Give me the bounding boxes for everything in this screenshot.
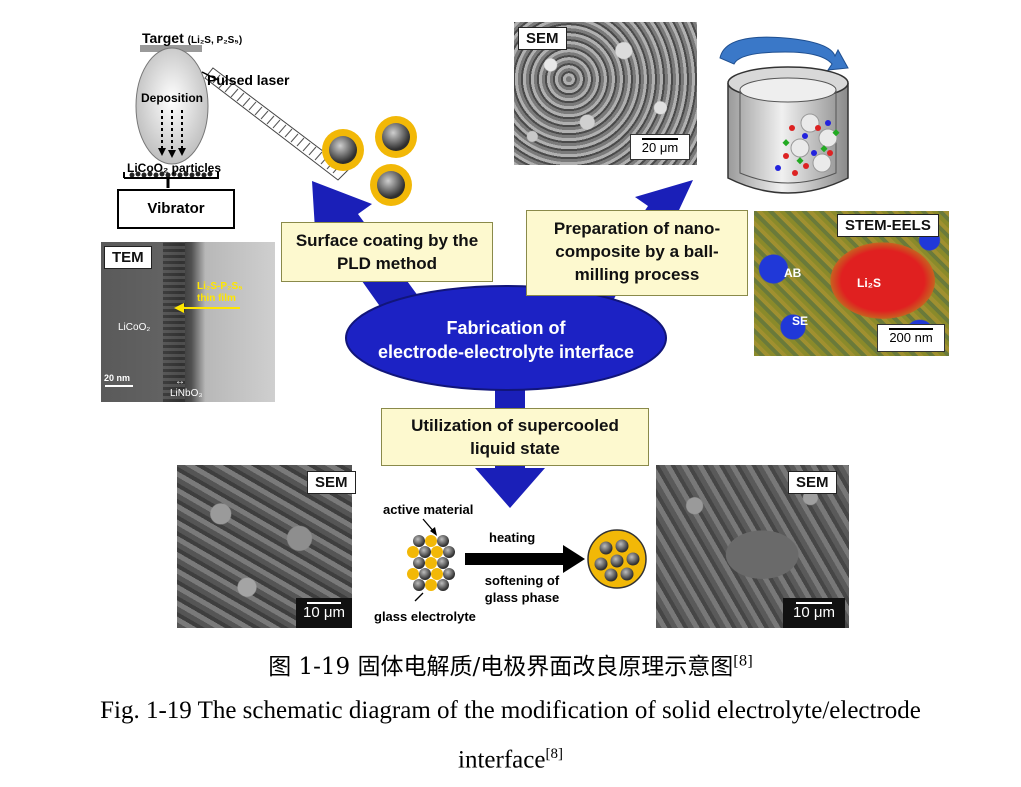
target-label: Target (Li₂S, P₂S₅) xyxy=(142,30,243,46)
softening-label: softening of glass phase xyxy=(484,573,560,605)
pld-schematic xyxy=(117,45,349,229)
surface-coating-box: Surface coating by the PLD method xyxy=(281,222,493,282)
center-ellipse-text: Fabrication of electrode-electrolyte int… xyxy=(377,318,635,362)
caption-en-line1: Fig. 1-19 The schematic diagram of the m… xyxy=(100,697,921,724)
vibrator-box xyxy=(117,189,235,229)
deposition-label: Deposition xyxy=(141,91,203,105)
sem-left-scale-box: 10 μm xyxy=(296,598,352,628)
heating-arrow xyxy=(465,545,585,573)
pulsed-laser-beam xyxy=(204,67,349,181)
sem-right-scale-box: 10 μm xyxy=(783,598,845,628)
active-material-label: active material xyxy=(383,502,474,517)
caption-en-line2: interface[8] xyxy=(458,746,563,774)
linbo3-arrow: ↔ xyxy=(175,376,185,387)
heating-label: heating xyxy=(489,530,536,545)
stem-eels-tag: STEM-EELS xyxy=(837,214,939,237)
licoo2-tem-label: LiCoO₂ xyxy=(118,322,151,333)
nanocomposite-box: Preparation of nano- composite by a ball… xyxy=(526,210,748,296)
sem-left-tag: SEM xyxy=(307,471,356,494)
softening-schematic xyxy=(407,518,647,602)
sem-top-tag: SEM xyxy=(518,27,567,50)
tem-scale-label: 20 nm xyxy=(104,373,131,383)
center-ellipse xyxy=(345,285,667,391)
coated-particles xyxy=(322,116,417,206)
pulsed-laser-label: Pulsed laser xyxy=(207,72,290,88)
milling-balls xyxy=(790,113,838,173)
licoo2-particles-layer xyxy=(129,171,213,178)
glass-electrolyte-label: glass electrolyte xyxy=(374,609,476,624)
deposition-plume xyxy=(135,47,209,165)
film-arrow xyxy=(174,303,240,313)
sem-top-scale-box: 20 μm xyxy=(630,134,690,160)
caption-cn: 图 1-19 固体电解质/电极界面改良原理示意图[8] xyxy=(268,653,753,680)
rotation-arrow xyxy=(719,36,849,71)
particle-cluster xyxy=(407,535,455,591)
licoo2-particles-label: LiCoO₂ particles xyxy=(127,161,222,175)
ball-mill xyxy=(719,36,849,194)
tem-scale-bar xyxy=(105,385,133,387)
softened-particle xyxy=(587,529,647,589)
supercooled-box: Utilization of supercooled liquid state xyxy=(381,408,649,466)
stem-scale-box: 200 nm xyxy=(877,324,945,352)
ab-label: AB xyxy=(784,266,802,280)
linbo3-label: LiNbO₃ xyxy=(170,388,203,399)
deposition-arrows xyxy=(161,110,183,150)
se-label: SE xyxy=(792,314,809,328)
li2s-label: Li₂S xyxy=(857,276,881,290)
sem-right-tag: SEM xyxy=(788,471,837,494)
milling-particles xyxy=(775,120,840,176)
tem-tag: TEM xyxy=(104,246,152,269)
vibrator-label: Vibrator xyxy=(147,200,205,217)
